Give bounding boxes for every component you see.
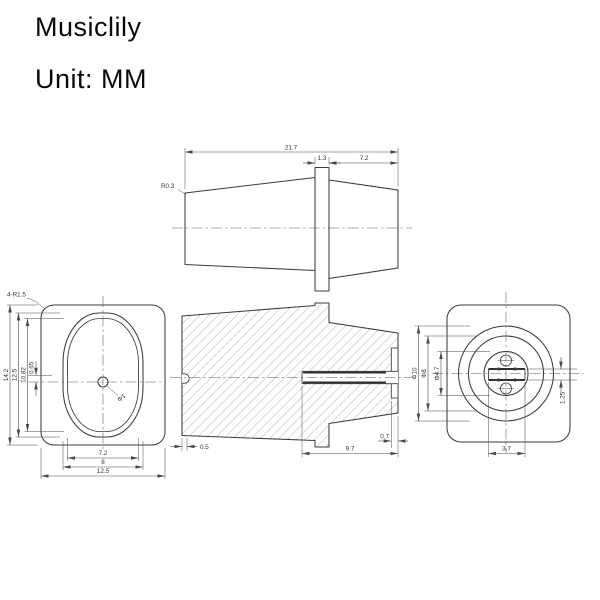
dim-outer-diameter: Φ10 — [412, 367, 419, 380]
dim-slot-width: 3.7 — [502, 446, 511, 453]
back-view-centerlines — [432, 292, 584, 453]
section-body-hatched — [181, 302, 399, 448]
dim-oval-inner-width: 7.2 — [99, 450, 108, 457]
pin-hole-notch — [182, 373, 190, 384]
front-view: 4-R1.5 Φ1 0.65 14.2 12.5 10.82 7.2 — [3, 292, 166, 479]
bushing-flange-outline — [314, 166, 330, 292]
dim-inner-diameter: Φ4.7 — [434, 366, 441, 380]
dim-body-height: 14.2 — [3, 368, 10, 381]
dim-pin-depth: 0.5 — [200, 444, 209, 451]
dim-corner-radius: 4-R1.5 — [7, 292, 26, 299]
dim-middle-diameter: Φ8 — [421, 369, 428, 378]
dim-slot-height: 1.25 — [560, 391, 567, 404]
drawing-header: Musiclily Unit: MM — [35, 12, 147, 95]
dim-head-length: 7.2 — [360, 155, 369, 162]
section-view: 0.5 0.7 9.7 — [170, 302, 412, 457]
dim-body-width: 12.5 — [97, 468, 110, 475]
unit-label: Unit: MM — [35, 64, 147, 94]
dim-oval-outer-width: 8 — [101, 459, 105, 466]
dim-tip-radius: R0.3 — [161, 183, 175, 190]
bushing-sleeve-outline — [184, 176, 316, 272]
dim-rim-thickness: 0.7 — [380, 434, 389, 441]
dim-hole-offset: 0.65 — [29, 361, 36, 374]
bushing-head-outline — [328, 179, 399, 280]
slot-edges — [488, 368, 525, 381]
dim-overall-length: 21.7 — [285, 145, 298, 152]
slot-edge-arrows — [492, 367, 521, 382]
dim-hole-diameter: Φ1 — [116, 392, 127, 403]
brand-title: Musiclily — [35, 12, 142, 42]
dim-bore-depth: 9.7 — [346, 446, 355, 453]
back-view: Φ10 Φ8 Φ4.7 1.25 3.7 — [412, 292, 584, 457]
dim-oval-outer-height: 12.5 — [12, 368, 19, 381]
front-view-centerlines — [28, 296, 161, 452]
dim-flange-width: 1.3 — [318, 155, 327, 162]
dim-oval-inner-height: 10.82 — [21, 367, 28, 383]
top-view: 21.7 1.3 7.2 R0.3 — [161, 145, 412, 292]
